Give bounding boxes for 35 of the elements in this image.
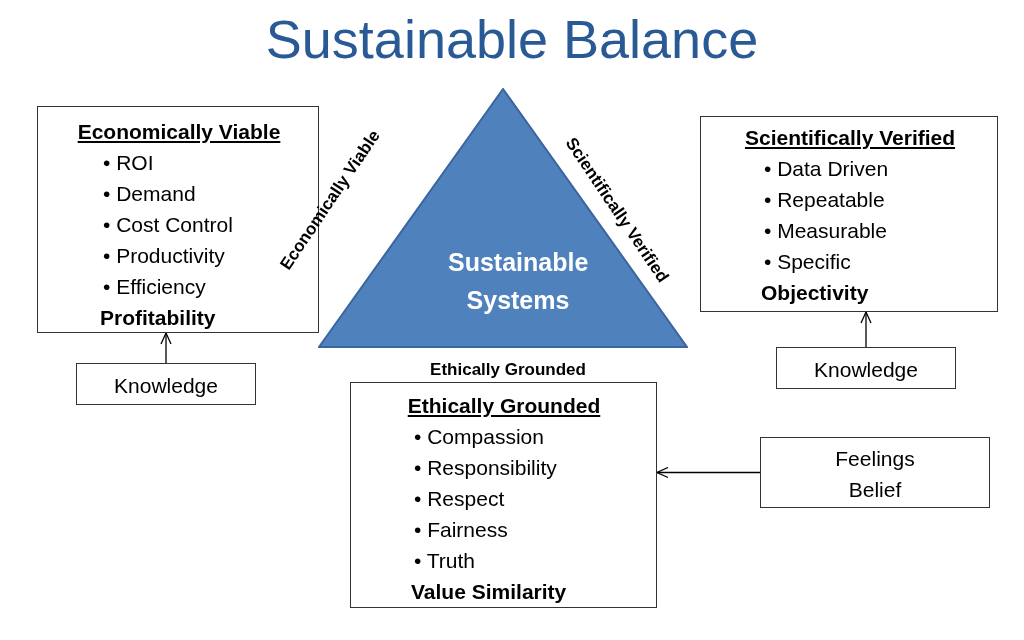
title: Sustainable Balance <box>264 8 760 70</box>
bullet-item: • Compassion <box>414 426 544 447</box>
arrow <box>160 332 172 364</box>
box-heading: Ethically Grounded <box>407 395 601 416</box>
bullet-item: • Measurable <box>764 220 887 241</box>
bullet-item: • Truth <box>414 550 476 571</box>
source-box <box>76 363 256 405</box>
box-text: Feelings <box>834 447 916 469</box>
bullet-item: • Repeatable <box>764 189 885 210</box>
arrow <box>860 311 872 348</box>
side-label: Ethically Grounded <box>430 360 586 378</box>
triangle-label: Sustainable Systems <box>448 247 588 316</box>
box-heading: Scientifically Verified <box>744 127 956 148</box>
bullet-item: • Data Driven <box>764 158 889 179</box>
box-text: Belief <box>847 478 903 500</box>
bullet-item: • Cost Control <box>103 214 233 235</box>
bullet-item: • Specific <box>764 251 851 272</box>
box-heading: Economically Viable <box>77 121 281 142</box>
summary-text: Value Similarity <box>411 581 567 602</box>
summary-text: Objectivity <box>761 282 869 303</box>
bullet-item: • Fairness <box>414 519 508 540</box>
box-text: Knowledge <box>113 374 219 396</box>
source-box <box>760 437 990 508</box>
bullet-item: • Demand <box>103 183 196 204</box>
bullet-item: • Responsibility <box>414 457 557 478</box>
arrow <box>656 466 761 479</box>
source-box <box>776 347 956 389</box>
category-box <box>350 382 657 608</box>
summary-text: Profitability <box>100 307 216 328</box>
bullet-item: • Productivity <box>103 245 225 266</box>
bullet-item: • Efficiency <box>103 276 206 297</box>
bullet-item: • Respect <box>414 488 505 509</box>
box-text: Knowledge <box>813 358 919 380</box>
category-box <box>700 116 998 312</box>
bullet-item: • ROI <box>103 152 154 173</box>
